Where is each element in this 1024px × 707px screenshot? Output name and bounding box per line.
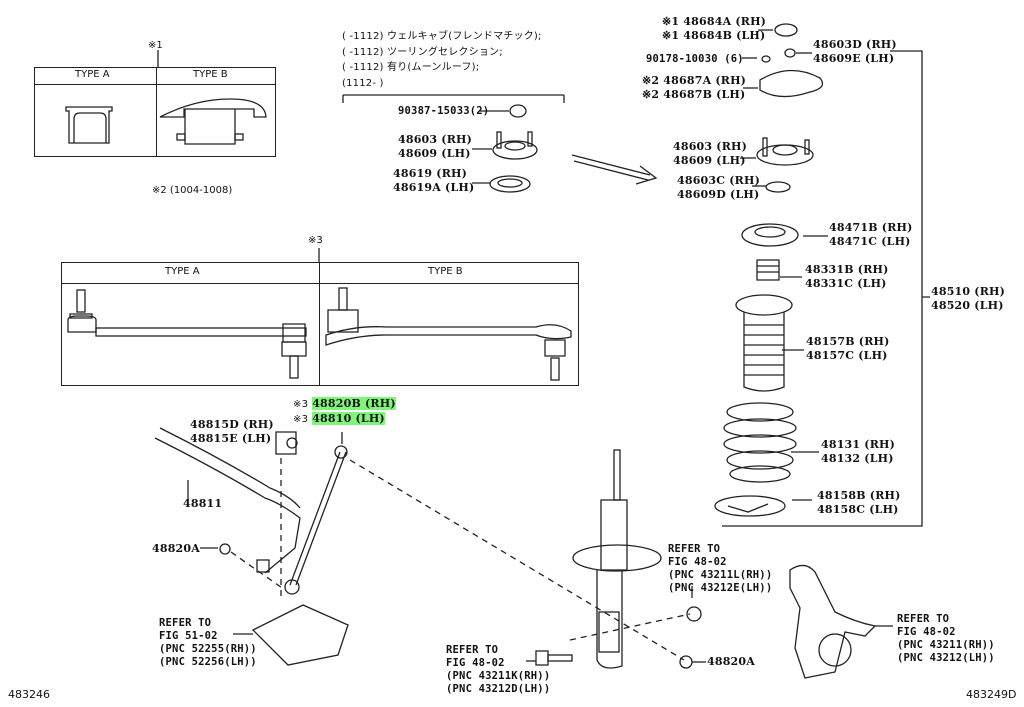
part-rh: 48131 (RH) [821,438,896,451]
refer-line: (PNC 52256(LH)) [159,656,257,668]
part-lh: ※2 48687B (LH) [642,88,746,101]
condition-line: ( -1112) 有り(ムーンルーフ); [342,62,480,73]
part-48331[interactable]: 48331B (RH) 48331C (LH) [805,263,889,291]
part-48684[interactable]: ※1 48684A (RH) ※1 48684B (LH) [662,15,766,43]
condition-notes: ( -1112) ウェルキャブ(フレンドマチック); ( -1112) ツーリン… [342,29,542,91]
part-48603-left[interactable]: 48603 (RH) 48609 (LH) [398,133,472,161]
part-rh: 48603 (RH) [673,140,748,153]
condition-line: ( -1112) ツーリングセレクション; [342,46,503,58]
part-lh: 48157C (LH) [806,349,888,362]
part-rh: 48619 (RH) [393,167,468,180]
part-rh: 48510 (RH) [931,285,1006,298]
refer-line: FIG 48-02 [446,657,505,669]
part-lh: 48132 (LH) [821,452,894,465]
part-90178[interactable]: 90178-10030 (6) [646,53,744,65]
part-48131[interactable]: 48131 (RH) 48132 (LH) [821,438,895,466]
cap-type-b-drawing [159,98,267,145]
type-box-3-header: TYPE A TYPE B [62,263,578,284]
type-box-1-marker: ※1 [148,40,163,51]
type-b-label: TYPE B [428,266,463,277]
figure-id-left: 483246 [8,688,50,701]
part-rh: 48603D (RH) [813,38,897,51]
part-90387[interactable]: 90387-15033(2) [398,105,490,117]
part-lh: 48815E (LH) [190,432,272,445]
part-lh: 48471C (LH) [829,235,911,248]
part-48471[interactable]: 48471B (RH) 48471C (LH) [829,221,913,249]
part-rh: 48158B (RH) [817,489,901,502]
part-48158[interactable]: 48158B (RH) 48158C (LH) [817,489,901,517]
refer-line: (PNC 43211(RH)) [897,639,995,651]
type-box-1-note: ※2 (1004-1008) [152,185,233,196]
part-rh: ※1 48684A (RH) [662,15,767,28]
part-48820b[interactable]: ※3 48820B (RH) ※3 48810 (LH) [293,397,396,427]
part-lh: 48520 (LH) [931,299,1004,312]
part-rh: 48331B (RH) [805,263,889,276]
refer-line: REFER TO [159,617,212,629]
part-48619[interactable]: 48619 (RH) 48619A (LH) [393,167,474,195]
part-rh-highlighted: 48820B (RH) [312,397,396,410]
part-48820a-right[interactable]: 48820A [707,655,756,668]
part-48815[interactable]: 48815D (RH) 48815E (LH) [190,418,274,446]
refer-fig-48-02-bolt[interactable]: REFER TO FIG 48-02 (PNC 43211K(RH)) (PNC… [446,644,550,696]
refer-line: (PNC 43212(LH)) [897,652,995,664]
part-lh: 48158C (LH) [817,503,899,516]
cap-type-a-drawing [65,106,113,144]
refer-line: FIG 51-02 [159,630,218,642]
part-48820a-left[interactable]: 48820A [152,542,201,555]
part-rh: 48603 (RH) [398,133,473,146]
refer-line: (PNC 43211K(RH)) [446,670,551,682]
refer-fig-48-02-bushing[interactable]: REFER TO FIG 48-02 (PNC 43211L(RH)) (PNC… [668,543,772,595]
note-marker: ※3 [293,399,309,410]
part-rh: 48815D (RH) [190,418,274,431]
refer-line: (PNC 43212D(LH)) [446,683,551,695]
type-box-3-divider [319,262,320,385]
part-48603-right[interactable]: 48603 (RH) 48609 (LH) [673,140,747,168]
refer-line: FIG 48-02 [897,626,956,638]
figure-id-right: 483249D [966,688,1017,701]
refer-line: (PNC 52255(RH)) [159,643,257,655]
part-48603d[interactable]: 48603D (RH) 48609E (LH) [813,38,897,66]
refer-line: (PNC 43212E(LH)) [668,582,773,594]
type-box-3: TYPE A TYPE B [61,262,579,386]
note-marker: ※3 [293,414,309,425]
refer-fig-48-02-knuckle[interactable]: REFER TO FIG 48-02 (PNC 43211(RH)) (PNC … [897,613,995,665]
type-box-1-divider [156,67,157,156]
type-b-label: TYPE B [193,69,228,80]
condition-line: (1112- ) [342,77,384,89]
part-48811[interactable]: 48811 [183,497,223,510]
part-48687[interactable]: ※2 48687A (RH) ※2 48687B (LH) [642,74,746,102]
type-box-1: TYPE A TYPE B [34,67,276,157]
part-48603c[interactable]: 48603C (RH) 48609D (LH) [677,174,760,202]
part-48510[interactable]: 48510 (RH) 48520 (LH) [931,285,1005,313]
part-lh: ※1 48684B (LH) [662,29,766,42]
part-lh: 48609 (LH) [398,147,471,160]
part-rh: 48471B (RH) [829,221,913,234]
refer-line: REFER TO [897,613,950,625]
type-a-label: TYPE A [75,69,110,80]
refer-line: REFER TO [668,543,721,555]
refer-line: REFER TO [446,644,499,656]
part-rh: 48157B (RH) [806,335,890,348]
stabilizer-link-type-a-drawing [67,289,307,379]
part-lh: 48609 (LH) [673,154,746,167]
part-lh: 48619A (LH) [393,181,475,194]
stabilizer-link-type-b-drawing [325,287,572,381]
type-a-label: TYPE A [165,266,200,277]
refer-fig-51-02[interactable]: REFER TO FIG 51-02 (PNC 52255(RH)) (PNC … [159,617,257,669]
type-box-3-marker: ※3 [308,235,323,246]
part-48157[interactable]: 48157B (RH) 48157C (LH) [806,335,890,363]
refer-line: (PNC 43211L(RH)) [668,569,773,581]
condition-line: ( -1112) ウェルキャブ(フレンドマチック); [342,31,542,42]
part-lh: 48609D (LH) [677,188,760,201]
part-lh: 48609E (LH) [813,52,895,65]
part-lh: 48331C (LH) [805,277,887,290]
part-rh: 48603C (RH) [677,174,760,187]
part-lh-highlighted: 48810 (LH) [312,412,385,425]
part-rh: ※2 48687A (RH) [642,74,747,87]
type-box-1-header: TYPE A TYPE B [35,68,275,85]
refer-line: FIG 48-02 [668,556,727,568]
